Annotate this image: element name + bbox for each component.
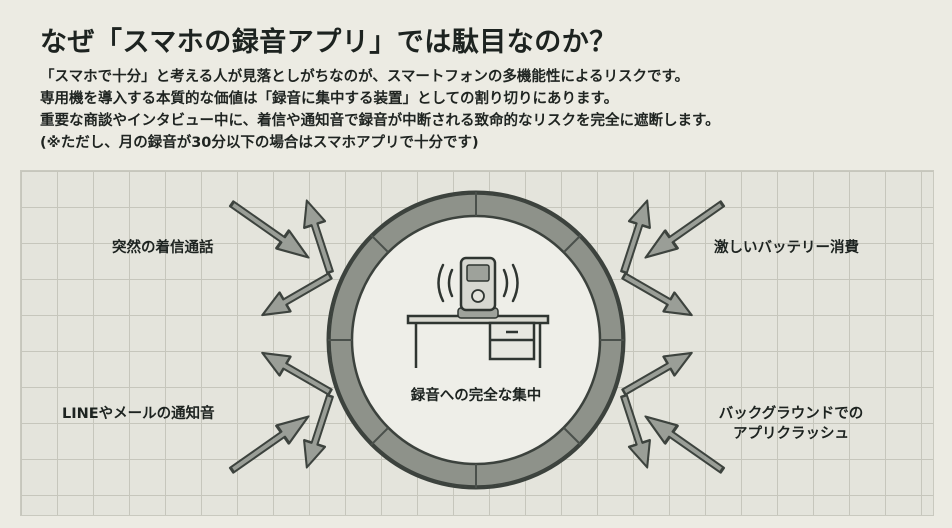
risk-label-app-crash-line: アプリクラッシュ — [733, 426, 849, 442]
center-label: 録音への完全な集中 — [410, 388, 542, 404]
arrow-icon — [295, 391, 342, 472]
arrow-icon — [617, 265, 699, 326]
description-line: 「スマホで十分」と考える人が見落としがちなのが、スマートフォンの多機能性によるリ… — [40, 69, 690, 85]
risk-label-notification-sound: LINEやメールの通知音 — [62, 406, 215, 422]
arrow-icon — [295, 196, 342, 277]
arrow-icon — [224, 193, 316, 268]
risk-label-app-crash: バックグラウンドでの アプリクラッシュ — [716, 404, 866, 444]
arrow-icon — [612, 391, 659, 472]
arrow-icon — [255, 342, 337, 403]
description: 「スマホで十分」と考える人が見落としがちなのが、スマートフォンの多機能性によるリ… — [40, 66, 940, 154]
risk-label-app-crash-line: バックグラウンドでの — [718, 406, 864, 422]
arrow-icon — [224, 406, 316, 481]
recorder-icon — [437, 256, 519, 319]
arrow-icon — [638, 406, 730, 481]
arrow-icon — [617, 342, 699, 403]
page-title: なぜ「スマホの録音アプリ」では駄目なのか？ — [40, 27, 617, 58]
desk-icon — [406, 314, 550, 368]
description-line: (※ただし、月の録音が30分以下の場合はスマホアプリで十分です) — [40, 135, 479, 151]
description-line: 重要な商談やインタビュー中に、着信や通知音で録音が中断される致命的なリスクを完全… — [40, 113, 720, 129]
arrow-icon — [612, 196, 659, 277]
risk-label-battery-drain: 激しいバッテリー消費 — [714, 240, 859, 256]
description-line: 専用機を導入する本質的な価値は「録音に集中する装置」としての割り切りにあります。 — [40, 91, 619, 107]
shield-ring — [326, 190, 626, 490]
arrow-icon — [255, 265, 337, 326]
risk-label-incoming-call: 突然の着信通話 — [112, 240, 214, 256]
